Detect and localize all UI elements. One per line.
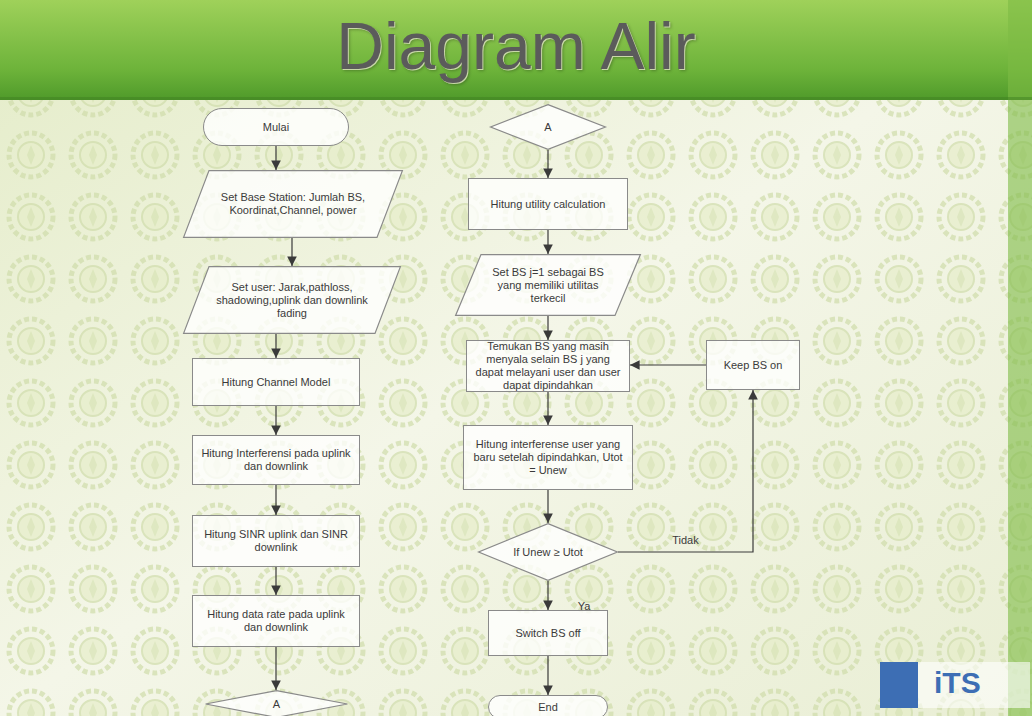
node-text: Set BS j=1 sebagai BS yang memiliki util… xyxy=(455,266,641,305)
decision-diamond: If Unew ≥ Utot xyxy=(478,523,618,581)
process-box: Hitung interferense user yang baru setel… xyxy=(463,425,633,490)
process-box: Hitung Channel Model xyxy=(192,358,360,406)
flow-arrow xyxy=(547,581,548,610)
flow-arrow xyxy=(291,238,292,266)
shape-outline xyxy=(479,524,618,581)
process-box: Hitung SINR uplink dan SINR downlink xyxy=(192,515,360,567)
flow-arrow xyxy=(547,656,548,695)
node-text: Keep BS on xyxy=(718,359,789,372)
node-text: Hitung Channel Model xyxy=(216,376,337,389)
shape-outline xyxy=(184,267,401,334)
input-parallelogram: Set user: Jarak,pathloss, shadowing,upli… xyxy=(183,266,401,334)
node-text: Hitung utility calculation xyxy=(485,198,612,211)
shape-outline xyxy=(491,105,606,150)
edge-label: Ya xyxy=(578,600,591,612)
end-terminal: End xyxy=(488,695,608,716)
flow-arrow xyxy=(275,567,276,595)
flow-arrow xyxy=(618,390,753,552)
node-text: Hitung data rate pada uplink dan downlin… xyxy=(193,608,359,634)
process-box: Hitung Interferensi pada uplink dan down… xyxy=(192,435,360,485)
node-text: Set Base Station: Jumlah BS, Koordinat,C… xyxy=(183,191,403,217)
node-text: Hitung Interferensi pada uplink dan down… xyxy=(193,447,359,473)
process-box: Hitung utility calculation xyxy=(468,178,628,230)
node-text: Hitung interferense user yang baru setel… xyxy=(464,438,632,477)
node-text: Temukan BS yang masih menyala selain BS … xyxy=(467,340,629,392)
flow-arrow xyxy=(547,150,548,178)
flow-arrow xyxy=(275,334,276,358)
side-strip xyxy=(1008,0,1032,716)
process-box: Switch BS off xyxy=(488,610,608,656)
logo-mark xyxy=(880,662,918,708)
flow-arrow xyxy=(275,406,276,435)
node-text: Hitung SINR uplink dan SINR downlink xyxy=(193,528,359,554)
flow-arrow xyxy=(547,392,548,425)
shape-outline xyxy=(456,255,641,316)
logo-text: iTS xyxy=(934,666,981,700)
node-text: A xyxy=(524,121,571,134)
process-box: Temukan BS yang masih menyala selain BS … xyxy=(466,340,630,392)
connector-diamond: A xyxy=(205,690,348,716)
node-text: Mulai xyxy=(257,121,295,134)
header-band xyxy=(0,0,1032,100)
input-parallelogram: Set BS j=1 sebagai BS yang memiliki util… xyxy=(455,254,641,316)
shape-outline xyxy=(206,691,348,716)
input-parallelogram: Set Base Station: Jumlah BS, Koordinat,C… xyxy=(183,170,403,238)
logo-plate xyxy=(918,662,1030,708)
node-text: A xyxy=(253,698,300,711)
node-text: Switch BS off xyxy=(509,627,586,640)
flow-arrow xyxy=(547,230,548,254)
node-text: If Unew ≥ Utot xyxy=(493,546,603,559)
shape-outline xyxy=(184,171,403,238)
flow-arrow xyxy=(547,316,548,340)
page-title: Diagram Alir xyxy=(0,6,1032,86)
process-box: Hitung data rate pada uplink dan downlin… xyxy=(192,595,360,647)
flow-arrow xyxy=(275,647,276,690)
flow-arrow xyxy=(275,146,276,170)
start-terminal: Mulai xyxy=(203,108,349,146)
header-edge xyxy=(0,97,1032,100)
process-box: Keep BS on xyxy=(706,340,800,390)
node-text: End xyxy=(532,701,564,714)
node-text: Set user: Jarak,pathloss, shadowing,upli… xyxy=(183,281,401,320)
edge-label: Tidak xyxy=(672,534,699,546)
flow-arrow xyxy=(630,364,706,365)
connector-diamond: A xyxy=(490,104,606,150)
flow-arrow xyxy=(547,490,548,523)
flow-arrow xyxy=(275,485,276,515)
